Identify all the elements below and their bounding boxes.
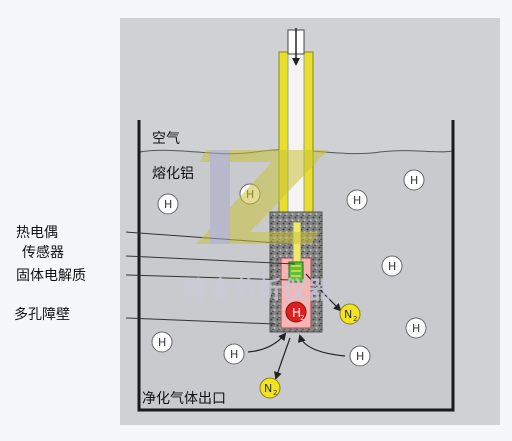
flow-arrows xyxy=(247,273,346,380)
svg-text:N: N xyxy=(264,382,272,395)
nitrogen-gas-badge: N 2 xyxy=(339,303,361,325)
label-molten-aluminum: 熔化铝 xyxy=(152,166,194,182)
probe-tube xyxy=(278,51,314,223)
h-atom-5: H xyxy=(381,255,403,277)
gas-inlet xyxy=(287,28,305,66)
svg-text:H: H xyxy=(412,322,420,335)
label-air: 空气 xyxy=(152,131,180,147)
svg-text:2: 2 xyxy=(273,389,277,397)
solid-electrolyte-element xyxy=(288,261,304,283)
label-sensor: 传感器 xyxy=(22,245,64,261)
svg-text:H: H xyxy=(158,336,166,349)
h-atom-1: H xyxy=(157,193,179,215)
h-atom-7: H xyxy=(151,331,173,353)
h-atom-6: H xyxy=(405,317,427,339)
svg-text:H: H xyxy=(356,350,364,363)
label-porous-wall: 多孔障壁 xyxy=(14,307,70,323)
vessel-wall xyxy=(137,120,455,412)
svg-text:H: H xyxy=(230,348,238,361)
hydrogen-gas-badge: H 2 xyxy=(285,301,307,323)
watermark-text: 铸金分析仪器 xyxy=(183,276,333,304)
h-atom-3: H xyxy=(346,189,368,211)
svg-text:H: H xyxy=(292,306,301,320)
svg-text:2: 2 xyxy=(300,314,304,322)
nitrogen-gas-badge-outlet: N 2 xyxy=(259,377,281,399)
svg-text:H: H xyxy=(410,174,418,187)
h-atom-8: H xyxy=(223,343,245,365)
svg-text:H: H xyxy=(388,260,396,273)
watermark-logo xyxy=(196,150,328,244)
svg-text:H: H xyxy=(353,194,361,207)
label-purge-outlet: 净化气体出口 xyxy=(142,391,226,407)
label-solid-electrolyte: 固体电解质 xyxy=(16,268,86,284)
svg-text:2: 2 xyxy=(353,315,357,323)
label-thermocouple: 热电偶 xyxy=(16,225,58,241)
svg-text:N: N xyxy=(344,308,352,321)
svg-text:H: H xyxy=(164,198,172,211)
h-atom-9: H xyxy=(349,345,371,367)
h-atom-4: H xyxy=(403,169,425,191)
